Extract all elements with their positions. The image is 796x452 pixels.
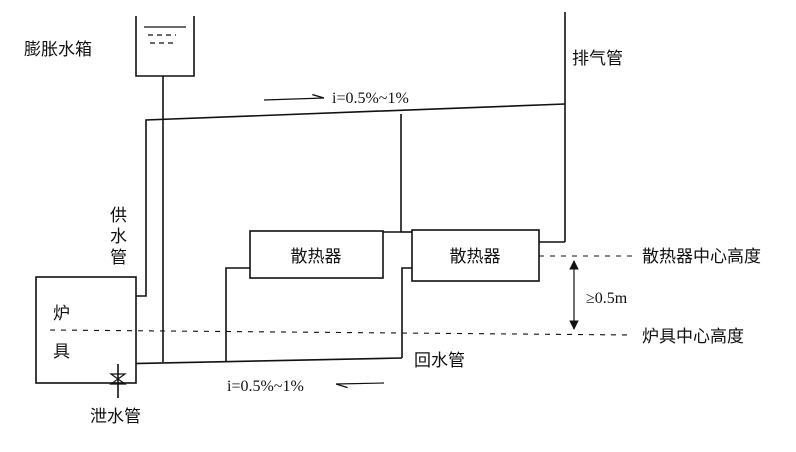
vent-pipe-label: 排气管 — [572, 49, 623, 69]
return-main — [111, 357, 403, 365]
slope-bottom-arrow — [335, 382, 385, 389]
boiler-label-2: 具 — [53, 342, 70, 362]
svg-text:管: 管 — [110, 248, 127, 268]
expansion-tank-label: 膨胀水箱 — [24, 40, 92, 60]
radiator-right: 散热器 — [411, 229, 540, 282]
expansion-tank — [135, 16, 195, 77]
radiator-left: 散热器 — [249, 230, 384, 279]
svg-text:水: 水 — [110, 227, 127, 247]
radiator-right-label: 散热器 — [450, 247, 501, 267]
boiler-label-1: 炉 — [53, 304, 70, 324]
radiator-right-return — [401, 267, 412, 358]
supply-main — [136, 103, 566, 297]
valve-icon — [109, 373, 127, 385]
svg-text:供: 供 — [110, 206, 127, 226]
radiator-left-label: 散热器 — [291, 247, 342, 267]
supply-pipe-label: 供 水 管 — [110, 206, 127, 268]
slope-bottom-label: i=0.5%~1% — [227, 378, 304, 395]
radiator-left-return — [225, 267, 250, 362]
slope-top-label: i=0.5%~1% — [332, 90, 409, 107]
return-pipe-label: 回水管 — [414, 351, 465, 371]
drain-valve — [109, 364, 127, 398]
radiator-center-height-label: 散热器中心高度 — [642, 247, 761, 267]
boiler-center-height-label: 炉具中心高度 — [642, 327, 744, 347]
drain-pipe-label: 泄水管 — [90, 407, 141, 427]
boiler-center-line — [49, 329, 633, 336]
height-difference-label: ≥0.5m — [586, 290, 628, 307]
slope-top-arrow — [263, 93, 325, 101]
